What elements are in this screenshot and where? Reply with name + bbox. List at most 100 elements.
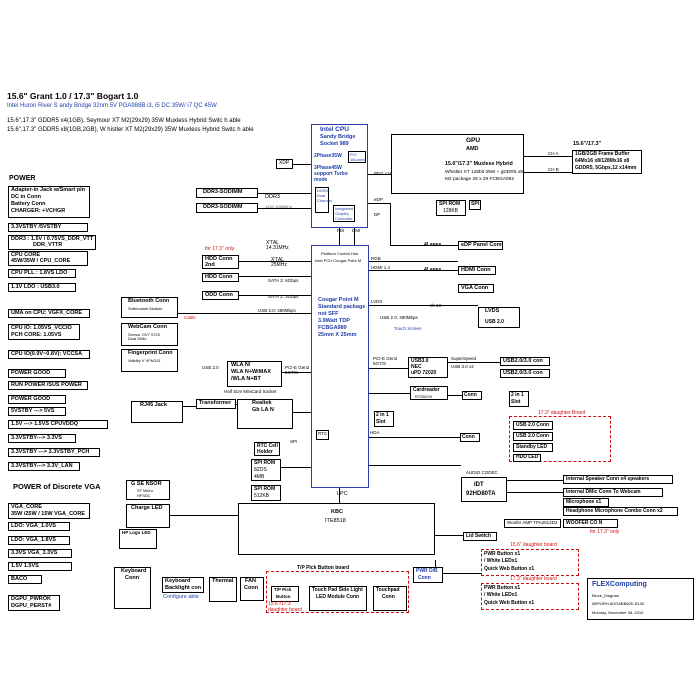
- audio-item: WOOFER CO N: [566, 520, 603, 526]
- cpu-line: Sandy Bridge: [320, 134, 356, 140]
- wire-spk: [507, 480, 563, 481]
- gpu-spi: SPI: [469, 200, 481, 210]
- vga-conn-label: VGA Conn: [461, 285, 489, 291]
- transformer: Transformer: [196, 399, 236, 409]
- hdd-2nd-conn: HDD Conn 2nd: [202, 255, 239, 269]
- vga-power-item: 35W /25W / 15W VGA_CORE: [11, 511, 85, 517]
- fp-sub: Validity V VFM113: [128, 358, 161, 363]
- pwr-3v3-pch: 3.3VSTBY ---> 3.3VSTBY_PCH: [8, 448, 100, 457]
- audio-item: Internal Speaker Conn x4 speakers: [566, 476, 650, 482]
- cpu-line: Socket 989: [320, 141, 349, 147]
- led-label: Standby LED: [516, 444, 548, 450]
- audio-item: Woofer AMP TPA2012D2: [507, 520, 558, 525]
- usb3-conn-label: USB2.0/3.0 con: [503, 358, 543, 364]
- power-item: 5VSTBY ---> 5VS: [11, 408, 55, 414]
- kb-backlight-conn: Keyboard Backlight con: [162, 577, 204, 593]
- lvds-usb-label: USB 2.0: [485, 319, 504, 325]
- pcie-label-2: PCI-E Gen2 5GT/S: [373, 356, 398, 366]
- lan-label: Gb LA N: [252, 407, 274, 413]
- tp-daughter-label: daughter board: [268, 607, 302, 613]
- wire-xdp: [293, 164, 311, 165]
- vga-1v0: LDO: VGA_1.0VS: [8, 522, 70, 531]
- adapter-box: Adapter-in Jack w/Smart pin DC in Conn B…: [8, 186, 90, 218]
- pch-line: 3.9Watt TDP: [318, 318, 350, 324]
- tp-board-label: T/P Pick Button board: [297, 565, 350, 571]
- quick-web-label: Quick Web Button x1: [484, 600, 535, 606]
- spi-rom-line: 8ZDS: [254, 467, 267, 473]
- gpu-desc: Whistler XT 128bit 35W + gDDR5 x8: [445, 170, 523, 175]
- conn-label: Conn: [464, 392, 477, 398]
- vram-line: 64Mx16 x8/128Mx16 x8: [575, 158, 630, 164]
- wire-usb30: [369, 368, 408, 369]
- tp-btn-label: Button: [276, 594, 291, 599]
- pwr-cpu-core: CPU CORE 45W/35W / CPU_CORE: [8, 251, 88, 266]
- white-led-label: / White LEDx1: [484, 592, 518, 598]
- pwr-conn-label: Conn: [418, 575, 431, 581]
- cpu-sub-label: Dual: [317, 193, 326, 198]
- gpu-vendor: AMD: [466, 146, 479, 152]
- power-heading: POWER: [9, 175, 36, 182]
- power-item: CPU CORE: [11, 252, 41, 258]
- wire-sata-odd: [239, 295, 311, 296]
- transformer-label: Transformer: [199, 400, 232, 406]
- daughter-board-17: USB 2.0 Conn USB 2.0 Conn Standby LED HD…: [509, 416, 611, 462]
- fingerprint-conn: Fingerprint Conn Validity V VFM113: [121, 349, 178, 372]
- white-led-label: / White LEDx1: [484, 558, 518, 564]
- gpu-desc: M2 package 29 x 29 FCBGA962: [445, 177, 515, 182]
- usb-480-label: USB 2.0: 480Mbps: [258, 308, 296, 313]
- edp-conn-label: eDP Panel Conn: [461, 242, 504, 248]
- pwr-1v5: 1.5V ---> 1.5VS CPUVDDQ: [8, 420, 108, 429]
- vga-power-item: 1.5V 1.5VS: [11, 563, 39, 569]
- audio-item: Internal DMic Conn To Webcam: [566, 489, 641, 495]
- kbb-label: Keyboard: [165, 578, 191, 584]
- wire-dmic: [507, 492, 563, 493]
- title-block: FLEXComputing Block_Diagram 58PWRH-6DGAB…: [587, 578, 694, 620]
- wire-spi: [281, 467, 311, 468]
- pch-line: not SFF: [318, 311, 339, 317]
- wire-dmi: [354, 228, 355, 245]
- pch-line: 25mm X 25mm: [318, 332, 357, 338]
- vga-baco: BACO: [8, 575, 42, 584]
- spi-rom-label: SPI ROM: [439, 201, 461, 207]
- two-in-one-slot: 2 in 1 Slot: [509, 391, 529, 407]
- wire-wlan: [282, 372, 311, 373]
- audio-item: Headphone Microphone Combo Conn x2: [566, 508, 663, 514]
- vram-line: GDDR5, 5Gbps,12 x14mm: [575, 165, 637, 171]
- usb3-conn-label: USB2.0/3.0 con: [503, 370, 543, 376]
- power-item: UMA on CPU: VGFX_CORE: [11, 310, 82, 316]
- tp-pick-button: T/P Pick Button: [271, 586, 299, 602]
- cpu-sub-label: Graphic: [335, 211, 350, 216]
- rj45-label: RJ45 Jack: [140, 402, 167, 408]
- halfsize-label: Half Size MiniCard Socket: [224, 389, 277, 394]
- wire-vram-a: [524, 156, 572, 157]
- wire-vram-b: [524, 172, 572, 173]
- gpu-title: GPU: [466, 137, 481, 144]
- spi-rom-8mb: SPI ROM 8ZDS 4MB: [251, 459, 281, 481]
- dp-label: DP: [374, 212, 381, 217]
- diagram-title: 15.6" Grant 1.0 / 17.3" Bogart 1.0: [7, 91, 139, 101]
- wire-lan: [293, 412, 311, 413]
- lid-label: Lid Switch: [466, 533, 491, 539]
- vram-block: 1GB/2GB Frame Buffer 64Mx16 x8/128Mx16 x…: [572, 150, 642, 174]
- power-item: CPU IO: 1.05VS_VCCIO: [11, 325, 72, 331]
- two-in-one-slot-2: 2 in 1 Slot: [374, 411, 394, 427]
- company-name: FLEXComputing: [592, 581, 647, 588]
- pwr-conn-label: PWR D/B: [416, 568, 438, 574]
- keyboard-conn: Keyboard Conn: [114, 567, 151, 609]
- tp-btn-label: T/P Pick: [274, 587, 292, 592]
- hdmi-conn: HDMI Conn: [458, 266, 496, 275]
- daughter-board-173: PWR Button x1 / White LEDx1 Quick Web Bu…: [481, 583, 579, 610]
- daughter-label: 17.3" daughter Board: [538, 410, 586, 416]
- vga-power-item: BACO: [11, 576, 28, 582]
- doc-number: 58PWRH-6DGABB60D-B130: [592, 601, 645, 606]
- cr-conn: Conn: [462, 391, 482, 400]
- wlan-label: /WLA N+BT: [231, 376, 261, 382]
- thermal: Thermal: [209, 577, 237, 602]
- rtc-label: RTC Cell: [257, 443, 278, 449]
- usb2-conn-a: USB 2.0 Conn: [513, 421, 553, 430]
- power-item: 3.3VSTBY---> 3.3V_LAN: [11, 463, 73, 469]
- kbc-title: KBC: [331, 509, 343, 515]
- tp-light-label: LED Module Conn: [316, 594, 360, 600]
- pch-line: Cougar Point M: [318, 297, 359, 303]
- power-item: RUN POWER /SUS POWER: [11, 382, 82, 388]
